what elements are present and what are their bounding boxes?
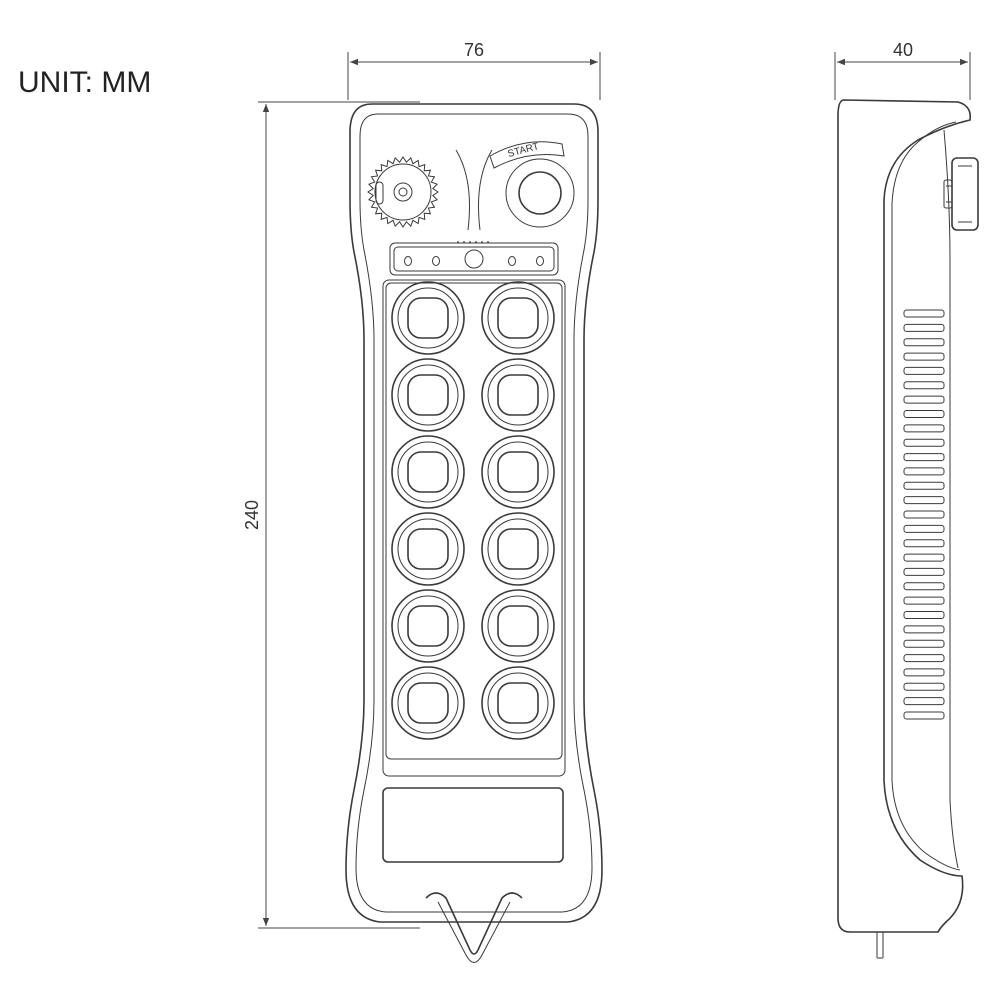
display-window bbox=[382, 787, 564, 863]
unit-label: UNIT: MM bbox=[18, 66, 152, 99]
grip-rib bbox=[903, 668, 945, 677]
grip-rib bbox=[903, 467, 945, 476]
gear-knob-icon[interactable] bbox=[367, 156, 439, 228]
grip-rib bbox=[903, 381, 945, 390]
keypad-button[interactable] bbox=[481, 589, 555, 663]
grip-rib bbox=[903, 711, 945, 720]
grip-rib bbox=[903, 366, 945, 375]
dimension-width-text: 76 bbox=[464, 40, 484, 60]
keypad-panel bbox=[382, 279, 566, 777]
keypad-button[interactable] bbox=[391, 358, 465, 432]
grip-rib bbox=[903, 567, 945, 576]
grip-rib bbox=[903, 410, 945, 418]
dimension-depth: 40 bbox=[834, 40, 971, 100]
side-inner-outline bbox=[891, 121, 961, 871]
side-view bbox=[837, 99, 979, 959]
grip-rib bbox=[903, 496, 945, 505]
keypad-button[interactable] bbox=[391, 281, 465, 355]
grip-rib bbox=[903, 481, 945, 490]
keypad-button[interactable] bbox=[391, 512, 465, 586]
indicator-panel bbox=[389, 241, 559, 276]
grip-rib bbox=[903, 309, 945, 318]
indicator-led-icon bbox=[508, 256, 516, 266]
indicator-led-icon bbox=[536, 256, 544, 266]
grip-rib bbox=[903, 553, 945, 562]
start-button[interactable]: START bbox=[489, 141, 575, 228]
grip-rib bbox=[903, 654, 945, 663]
grip-rib bbox=[903, 697, 945, 706]
grip-rib bbox=[903, 338, 945, 347]
keypad-button[interactable] bbox=[481, 666, 555, 740]
grip-rib bbox=[903, 323, 945, 332]
grip-rib bbox=[903, 524, 945, 533]
keypad-button[interactable] bbox=[391, 435, 465, 509]
keypad-button[interactable] bbox=[481, 512, 555, 586]
side-body-outline bbox=[837, 99, 972, 933]
indicator-led-icon bbox=[404, 256, 412, 266]
grip-rib bbox=[903, 625, 945, 634]
keypad-button[interactable] bbox=[481, 358, 555, 432]
lanyard-loop-icon bbox=[425, 892, 523, 963]
grip-rib bbox=[903, 424, 945, 433]
front-body-inner-outline bbox=[355, 113, 593, 913]
dot-row bbox=[457, 241, 489, 243]
grip-rib bbox=[903, 438, 945, 447]
keypad-button[interactable] bbox=[481, 435, 555, 509]
grip-rib bbox=[903, 453, 945, 462]
dimension-width: 76 bbox=[347, 40, 601, 100]
indicator-led-icon bbox=[432, 256, 440, 266]
grip-rib bbox=[903, 611, 945, 619]
grip-ribs bbox=[903, 309, 945, 720]
grip-rib bbox=[903, 539, 945, 548]
start-label-plate bbox=[489, 141, 565, 169]
grip-rib bbox=[903, 639, 945, 648]
keypad-button[interactable] bbox=[391, 666, 465, 740]
front-body-outline bbox=[345, 103, 603, 923]
dimension-depth-text: 40 bbox=[893, 40, 913, 60]
keypad-button[interactable] bbox=[391, 589, 465, 663]
keypad-button[interactable] bbox=[481, 281, 555, 355]
dimension-height-text: 240 bbox=[242, 500, 262, 530]
grip-rib bbox=[903, 582, 945, 591]
side-knob-icon bbox=[943, 157, 979, 231]
grip-rib bbox=[903, 596, 945, 605]
grip-rib bbox=[903, 682, 945, 691]
front-view: START bbox=[345, 103, 603, 963]
grip-rib bbox=[903, 352, 945, 361]
antenna-icon bbox=[876, 932, 884, 959]
center-indicator-icon bbox=[464, 249, 484, 269]
grip-rib bbox=[903, 395, 945, 404]
dimension-height: 240 bbox=[242, 101, 420, 929]
grip-rib bbox=[903, 510, 945, 519]
